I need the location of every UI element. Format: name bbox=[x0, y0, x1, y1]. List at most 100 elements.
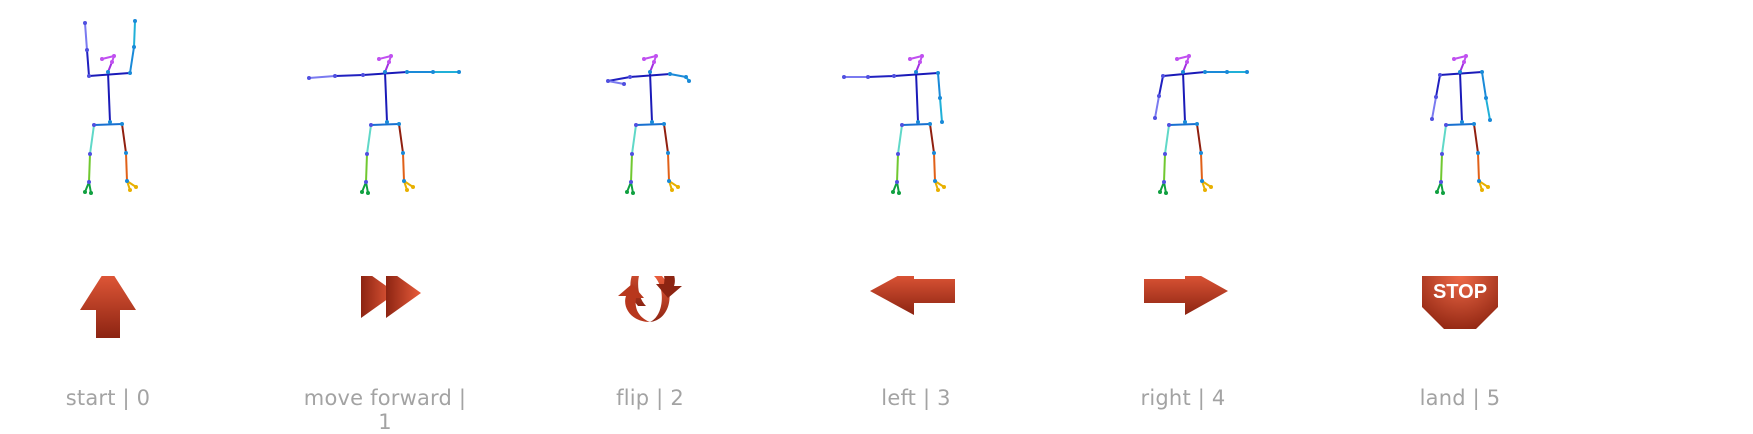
flip-rotate-icon bbox=[618, 276, 682, 322]
skeleton-joint bbox=[1225, 70, 1229, 74]
skeleton-joint bbox=[405, 188, 409, 192]
skeleton-joint bbox=[1153, 116, 1157, 120]
command-label: right | 4 bbox=[1140, 386, 1226, 410]
command-move-forward: move forward | 1 bbox=[295, 0, 475, 434]
skeleton-bone bbox=[1164, 124, 1170, 155]
skeleton-bone bbox=[384, 71, 388, 123]
skeleton-joint bbox=[402, 179, 406, 183]
skeleton-bone bbox=[402, 152, 405, 182]
skeleton-joint bbox=[1157, 94, 1161, 98]
skeleton-joint bbox=[361, 73, 365, 77]
skeleton-bone bbox=[125, 152, 128, 182]
skeleton-joint bbox=[1195, 122, 1199, 126]
skeleton-joint bbox=[128, 71, 132, 75]
skeleton-joint bbox=[110, 60, 114, 64]
right-arrow-icon bbox=[1144, 276, 1228, 315]
skeleton-bone bbox=[88, 153, 91, 183]
skeleton-joint bbox=[1434, 95, 1438, 99]
skeleton-bone bbox=[84, 22, 88, 51]
skeleton-bone bbox=[631, 124, 637, 155]
skeleton-joint bbox=[662, 122, 666, 126]
skeleton-bone bbox=[1485, 97, 1491, 121]
skeleton-joint bbox=[666, 151, 670, 155]
skeleton-joint bbox=[1460, 120, 1464, 124]
skeleton-joint bbox=[866, 75, 870, 79]
skeleton-joint bbox=[124, 151, 128, 155]
skeleton-joint bbox=[650, 120, 654, 124]
skeleton-joint bbox=[933, 179, 937, 183]
skeleton-joint bbox=[942, 185, 946, 189]
skeleton-bone bbox=[308, 75, 336, 79]
skeleton-joint bbox=[431, 70, 435, 74]
skeleton-bone bbox=[1453, 55, 1467, 60]
skeleton-joint bbox=[369, 123, 373, 127]
skeleton-bone bbox=[1154, 95, 1160, 119]
skeleton-joint bbox=[1209, 185, 1213, 189]
skeleton-joint bbox=[1435, 190, 1439, 194]
skeleton-joint bbox=[1158, 190, 1162, 194]
skeleton-joint bbox=[631, 191, 635, 195]
skeleton-joint bbox=[383, 70, 387, 74]
skeleton-joint bbox=[642, 57, 646, 61]
skeleton-bone bbox=[669, 73, 687, 78]
skeleton-joint bbox=[1477, 179, 1481, 183]
pose-skeleton-start bbox=[83, 19, 138, 195]
skeleton-bone bbox=[365, 153, 368, 183]
skeleton-joint bbox=[108, 120, 112, 124]
skeleton-joint bbox=[687, 79, 691, 83]
skeleton-bone bbox=[101, 55, 115, 60]
skeleton-joint bbox=[120, 122, 124, 126]
skeleton-joint bbox=[1161, 74, 1165, 78]
skeleton-joint bbox=[1480, 188, 1484, 192]
pose-skeleton-left bbox=[842, 54, 946, 195]
skeleton-bone bbox=[667, 152, 670, 182]
skeleton-bone bbox=[1440, 153, 1443, 183]
command-label: flip | 2 bbox=[616, 386, 684, 410]
skeleton-joint bbox=[918, 60, 922, 64]
skeleton-joint bbox=[940, 120, 944, 124]
skeleton-joint bbox=[1200, 179, 1204, 183]
skeleton-bone bbox=[1200, 152, 1203, 182]
skeleton-bone bbox=[370, 123, 400, 126]
command-flip: flip | 2 bbox=[560, 0, 740, 430]
skeleton-bone bbox=[129, 46, 135, 74]
skeleton-joint bbox=[932, 151, 936, 155]
skeleton-joint bbox=[1441, 191, 1445, 195]
command-label: land | 5 bbox=[1419, 386, 1501, 410]
command-start: start | 0 bbox=[18, 0, 198, 430]
skeleton-joint bbox=[401, 151, 405, 155]
pose-skeleton-land bbox=[1430, 54, 1492, 195]
skeleton-joint bbox=[895, 180, 899, 184]
skeleton-joint bbox=[1472, 122, 1476, 126]
skeleton-joint bbox=[389, 54, 393, 58]
skeleton-joint bbox=[648, 70, 652, 74]
skeleton-joint bbox=[1438, 73, 1442, 77]
skeleton-joint bbox=[1484, 96, 1488, 100]
skeleton-joint bbox=[411, 185, 415, 189]
skeleton-joint bbox=[377, 57, 381, 61]
skeleton-bone bbox=[607, 76, 631, 82]
skeleton-joint bbox=[1175, 57, 1179, 61]
skeleton-joint bbox=[842, 75, 846, 79]
skeleton-bone bbox=[1445, 123, 1475, 126]
skeleton-joint bbox=[1163, 152, 1167, 156]
skeleton-bone bbox=[896, 153, 899, 183]
skeleton-bone bbox=[133, 20, 136, 48]
skeleton-joint bbox=[1245, 70, 1249, 74]
skeleton-bone bbox=[334, 74, 364, 77]
skeleton-joint bbox=[938, 96, 942, 100]
command-label: move forward | 1 bbox=[303, 386, 467, 434]
skeleton-bone bbox=[1163, 153, 1166, 183]
skeleton-joint bbox=[1203, 188, 1207, 192]
skeleton-bone bbox=[93, 123, 123, 126]
skeleton-bone bbox=[909, 55, 923, 60]
skeleton-joint bbox=[134, 185, 138, 189]
command-right: right | 4 bbox=[1093, 0, 1273, 430]
skeleton-joint bbox=[1181, 70, 1185, 74]
up-arrow-icon bbox=[80, 276, 136, 338]
skeleton-joint bbox=[397, 122, 401, 126]
command-land: STOP land | 5 bbox=[1370, 0, 1550, 430]
skeleton-joint bbox=[684, 75, 688, 79]
skeleton-bone bbox=[929, 123, 935, 154]
left-arrow-icon bbox=[870, 276, 955, 315]
